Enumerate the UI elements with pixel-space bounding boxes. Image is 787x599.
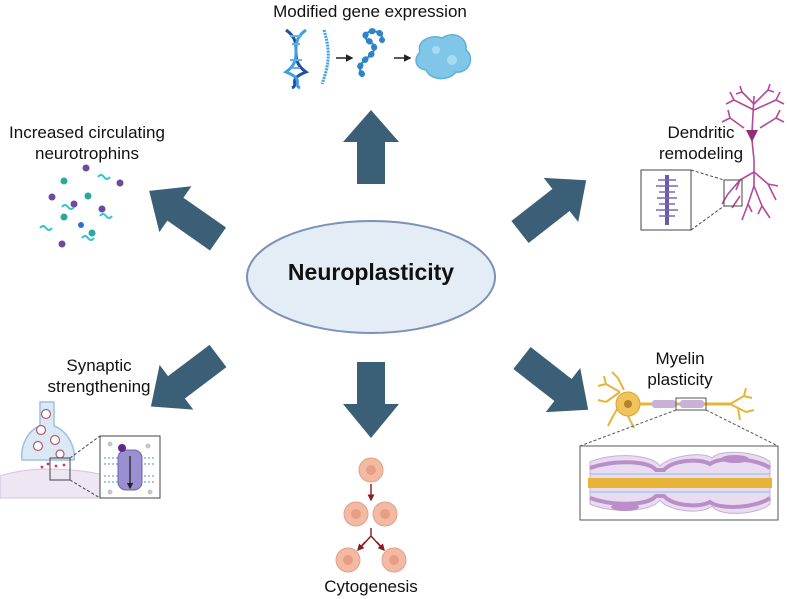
oligodendrocyte-icon <box>579 371 779 447</box>
myelin-line1: Myelin <box>655 349 705 368</box>
gene-expression-label: Modified gene expression <box>250 1 490 22</box>
spine-inset <box>640 169 743 231</box>
cell-division-icon <box>335 457 407 573</box>
arrow-down-left <box>150 344 227 410</box>
dendritic-label: Dendritic remodeling <box>626 122 776 164</box>
cytogenesis-text: Cytogenesis <box>324 577 418 596</box>
neurotrophins-line1: Increased circulating <box>9 123 165 142</box>
dendritic-line2: remodeling <box>658 144 744 163</box>
neuron-soma <box>746 130 758 142</box>
arrow-down <box>343 362 399 438</box>
arrow-down-right <box>513 346 589 413</box>
arrow-up-right <box>511 177 587 244</box>
arrow-up-left <box>149 186 227 251</box>
neurotrophins-label: Increased circulating neurotrophins <box>0 122 174 164</box>
synaptic-label: Synaptic strengthening <box>24 355 174 397</box>
neurotrophins-line2: neurotrophins <box>35 144 139 163</box>
dna-to-protein-icon <box>282 28 472 90</box>
arrow-up <box>343 110 399 184</box>
myelin-line2: plasticity <box>647 370 713 389</box>
gene-expression-text: Modified gene expression <box>273 2 467 21</box>
myelin-label: Myelin plasticity <box>630 348 730 390</box>
synaptic-line2: strengthening <box>47 377 151 396</box>
center-ellipse <box>246 220 496 334</box>
dendritic-line1: Dendritic <box>667 123 735 142</box>
synaptic-line1: Synaptic <box>66 356 132 375</box>
synapse-icon <box>0 401 161 499</box>
molecules-icon <box>39 164 124 248</box>
center-label: Neuroplasticity <box>287 259 455 285</box>
cytogenesis-label: Cytogenesis <box>300 576 442 597</box>
myelinated-axon-icon <box>579 445 779 521</box>
